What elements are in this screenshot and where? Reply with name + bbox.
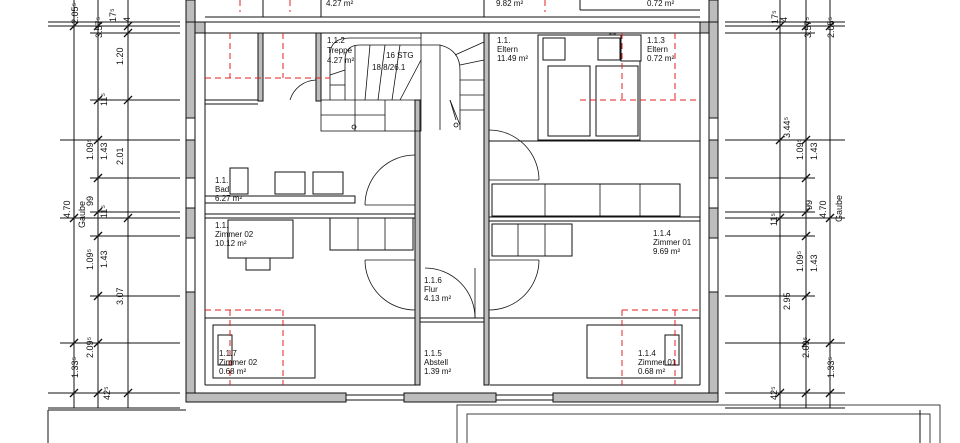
dim-right-outer-2: 4.70: [818, 200, 828, 218]
room-label-eltern-2: 1.1.3 Eltern 0.72 m²: [647, 36, 674, 63]
doors: [289, 79, 540, 319]
dim-right-inner-3: 1.43: [809, 142, 819, 160]
dormer-lines: [205, 0, 700, 385]
dim-left-inner-9: 2.09⁵: [85, 336, 95, 358]
right-dimensions: 2.05⁵ 4.70 Gaube 1.33⁵ 3.57⁵ 3.44⁵ 2.95 …: [725, 0, 845, 409]
dim-right-inner-8: 2.09⁵: [801, 336, 811, 358]
dim-left-outer-1: 2.05⁵: [70, 2, 80, 24]
room-label-zimmer-01: 1.1.4 Zimmer 01 9.69 m²: [653, 229, 693, 256]
stairs-count: 16 STG: [386, 51, 414, 60]
tick-marks-left: [69, 21, 133, 398]
dim-right-outer-4: 1.33⁵: [826, 356, 836, 378]
dim-right-mid-3: 2.95: [782, 292, 792, 310]
room-label-bad: 1.1. Bad 6.27 m²: [215, 176, 242, 203]
dim-right-inner-7: 1.43: [809, 254, 819, 272]
dim-left-mid-5: 42⁵: [102, 386, 112, 400]
dim-left-mid-4: 3.07: [115, 287, 125, 305]
room-labels: 4.27 m² 9.82 m² 0.72 m² 1.1.2 Treppe 4.2…: [215, 0, 693, 376]
dim-right-inner-4: 99: [804, 200, 814, 210]
dim-right-inner-1: 17⁵: [770, 10, 780, 24]
dim-left-inner-6: 11⁵: [99, 205, 109, 218]
bottom-frame: [47, 404, 941, 443]
room-label-top-right: 9.82 m²: [496, 0, 523, 8]
dim-left-mid-1: 3.57⁵: [94, 16, 104, 38]
staircase: [320, 32, 485, 132]
dim-right-inner-5: 11⁵: [769, 213, 779, 226]
room-label-abstell: 1.1.5 Abstell 1.39 m²: [424, 349, 451, 376]
furniture: [204, 34, 683, 379]
left-dimensions: 2.05⁵ 4.70 Gaube 1.33⁵ 3.57⁵ 1.20 2.01 3…: [48, 0, 180, 409]
dim-left-inner-7: 1.09⁵: [85, 248, 95, 270]
dim-right-mid-2: 3.44⁵: [782, 116, 792, 138]
stairs-ratio: 18.8/26.1: [372, 63, 406, 72]
room-label-top-left: 4.27 m²: [326, 0, 353, 8]
dim-left-gaube: Gaube: [77, 201, 87, 228]
dim-left-inner-4: 1.43: [99, 142, 109, 160]
dim-left-mid-2: 1.20: [115, 47, 125, 65]
dim-left-outer-4: 1.33⁵: [70, 356, 80, 378]
dim-left-inner-8: 1.43: [99, 250, 109, 268]
dim-left-inner-3: 1.09⁵: [85, 138, 95, 160]
room-label-flur: 1.1.6 Flur 4.13 m²: [424, 276, 451, 303]
room-label-zimmer-02-low: 1.1.7 Zimmer 02 0.68 m²: [219, 349, 259, 376]
room-label-top-far: 0.72 m²: [647, 0, 674, 8]
room-label-eltern: 1.1. Eltern 11.49 m²: [497, 36, 528, 63]
room-label-zimmer-01-low: 1.1.4 Zimmer 01 0.68 m²: [638, 349, 678, 376]
dim-left-inner-1: 17⁵: [108, 8, 118, 22]
dim-right-mid-1: 3.57⁵: [803, 16, 813, 38]
dim-right-gaube: Gaube: [834, 195, 844, 222]
dim-right-outer-1: 2.05⁵: [826, 16, 836, 38]
dim-left-outer-2: 4.70: [62, 200, 72, 218]
outer-walls: [185, 0, 719, 403]
dim-right-inner-6: 1.09⁵: [795, 250, 805, 272]
dim-right-inner-2: 1.09⁵: [795, 138, 805, 160]
dim-left-mid-3: 2.01: [115, 147, 125, 165]
dim-left-small: 4: [122, 17, 132, 22]
dim-left-inner-2: 11⁵: [99, 93, 109, 106]
dim-right-small: 4: [779, 17, 789, 22]
dim-right-mid-4: 42⁵: [769, 386, 779, 400]
tick-marks-right: [775, 21, 835, 398]
room-label-zimmer-02: 1.1. Zimmer 02 10.12 m²: [215, 221, 255, 248]
dim-left-inner-5: 99: [85, 196, 95, 206]
room-label-treppe: 1.1.2 Treppe 4.27 m²: [327, 36, 354, 65]
